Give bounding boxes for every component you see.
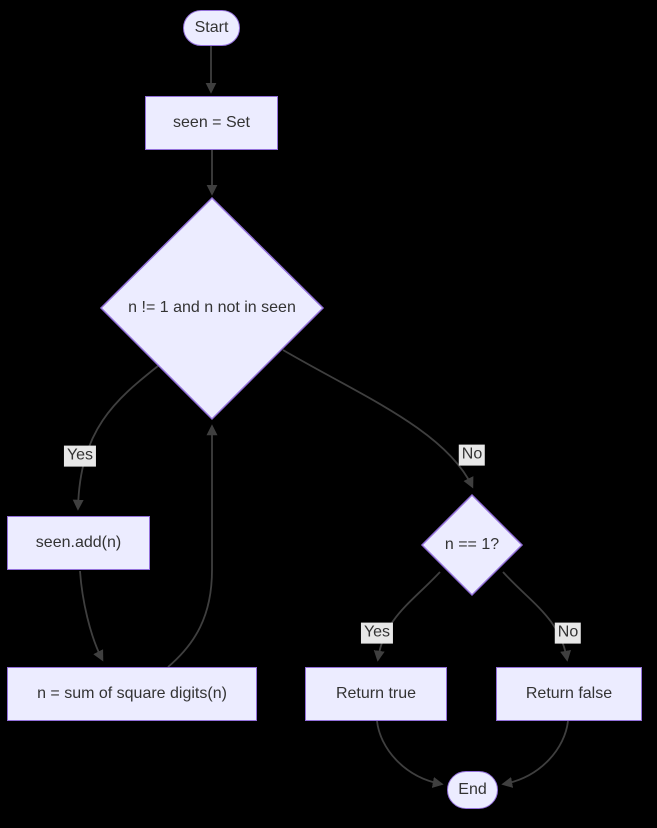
edge-condition-check-no bbox=[282, 349, 474, 489]
node-add: seen.add(n) bbox=[7, 516, 150, 570]
node-return-true: Return true bbox=[305, 667, 447, 721]
node-init-label: seen = Set bbox=[173, 114, 250, 131]
edge-label-check-no: No bbox=[554, 622, 582, 644]
node-add-label: seen.add(n) bbox=[35, 534, 122, 551]
node-return-false: Return false bbox=[496, 667, 642, 721]
decision-check-diamond bbox=[420, 493, 524, 597]
edge-label-check-yes: Yes bbox=[360, 622, 394, 644]
node-start-label: Start bbox=[194, 19, 229, 36]
node-sum-label: n = sum of square digits(n) bbox=[37, 685, 227, 702]
edge-returntrue-end bbox=[376, 720, 444, 788]
edge-label-loop-yes: Yes bbox=[63, 445, 97, 467]
node-start: Start bbox=[183, 10, 240, 46]
node-return-false-label: Return false bbox=[525, 685, 613, 702]
node-check-label: n == 1? bbox=[444, 536, 500, 553]
node-return-true-label: Return true bbox=[335, 685, 417, 702]
edge-condition-add-yes bbox=[72, 365, 159, 511]
edge-check-returntrue-yes bbox=[373, 571, 441, 662]
node-init: seen = Set bbox=[145, 96, 278, 150]
edge-check-returnfalse-no bbox=[502, 571, 572, 662]
edge-sum-condition-loopback bbox=[167, 424, 218, 668]
node-end: End bbox=[447, 771, 498, 809]
edge-label-loop-no: No bbox=[458, 444, 486, 466]
edge-add-sum bbox=[79, 570, 104, 662]
edge-returnfalse-end bbox=[501, 720, 569, 788]
node-sum: n = sum of square digits(n) bbox=[7, 667, 257, 721]
node-end-label: End bbox=[458, 781, 487, 798]
decision-loop-diamond bbox=[99, 196, 325, 421]
node-loop-condition-label: n != 1 and n not in seen bbox=[128, 299, 296, 316]
